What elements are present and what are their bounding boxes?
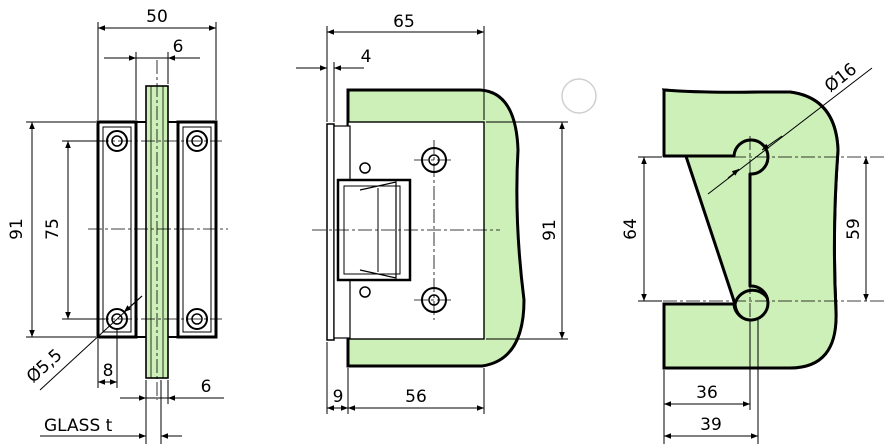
screw-icon [359, 286, 371, 298]
side-plate-thickness-label: 4 [361, 47, 372, 67]
side-width-label: 65 [393, 12, 415, 32]
front-right-block [176, 120, 218, 339]
cutout-hole-spacing-right-label: 59 [844, 218, 864, 240]
cutout-view: Ø16 64 59 36 39 [621, 59, 884, 444]
front-glass-thickness-label: 6 [173, 37, 184, 57]
cutout-hole-diameter-label: Ø16 [821, 59, 861, 96]
front-left-block-inner [102, 126, 132, 333]
front-offset-label: 8 [103, 361, 114, 381]
front-width-label: 50 [146, 7, 168, 27]
screw-icon [359, 162, 371, 174]
front-hole-diameter-label: Ø5,5 [23, 345, 66, 387]
side-glass-edge [326, 123, 335, 341]
glass-label: GLASS t [44, 416, 113, 436]
front-view: 50 6 91 75 Ø5,5 8 6 [7, 7, 228, 444]
front-right-block-inner [182, 126, 212, 333]
side-view: 65 4 91 9 56 [296, 12, 597, 414]
side-bottom-depth-label: 56 [405, 387, 427, 407]
front-height-label: 91 [7, 218, 27, 240]
cutout-hole-spacing-left-label: 64 [621, 218, 641, 240]
front-glass-thickness-bottom-label: 6 [201, 377, 212, 397]
front-hole-spacing-label: 75 [43, 218, 63, 240]
cutout-depth-outer-label: 39 [700, 415, 722, 435]
cutout-depth-inner-label: 36 [696, 383, 718, 403]
front-left-block [96, 120, 138, 339]
side-height-label: 91 [540, 219, 560, 241]
reference-circle [561, 78, 597, 114]
side-bottom-offset-label: 9 [333, 387, 344, 407]
